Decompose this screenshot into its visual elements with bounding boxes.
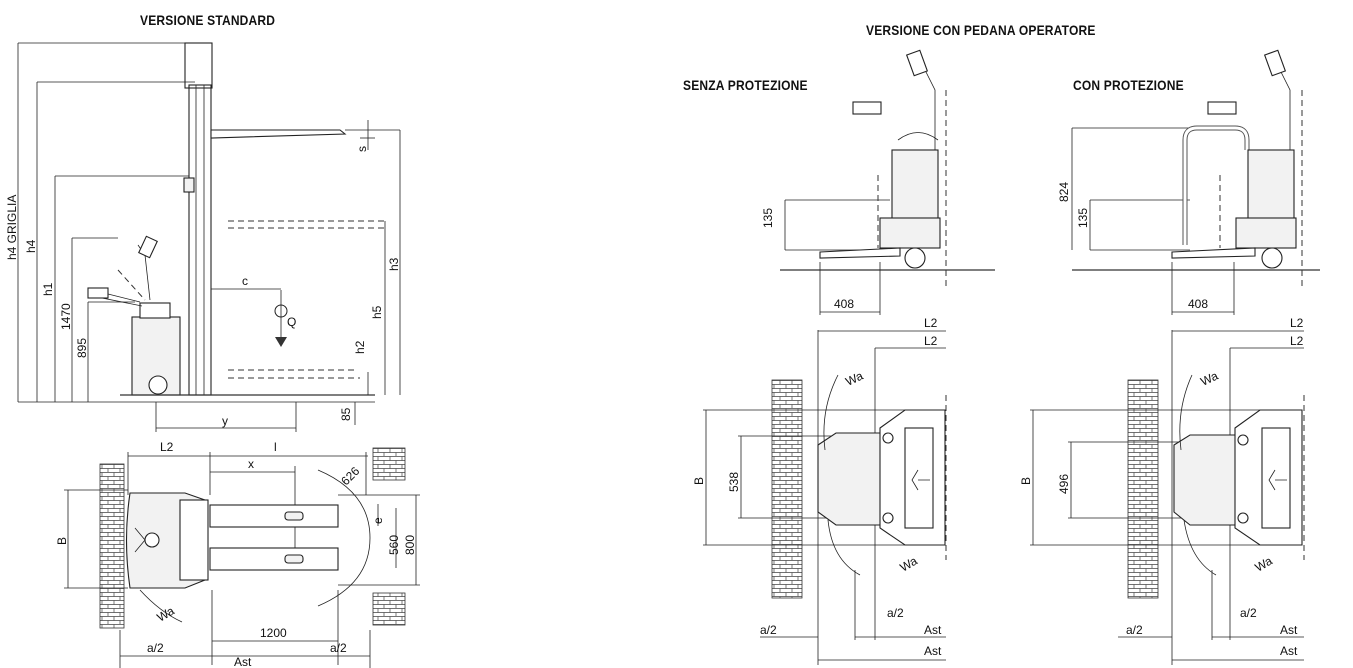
label-ng-408: 408 [834,297,854,311]
heading-platform-version: VERSIONE CON PEDANA OPERATORE [866,22,1096,38]
label-ng-ast-inner: Ast [924,623,942,637]
label-q: Q [287,315,296,329]
label-top-l2: L2 [160,440,174,454]
heading-without-guard: SENZA PROTEZIONE [683,77,808,93]
label-top-b: B [55,537,69,545]
with-guard-top-view: L2 L2 Wa Wa B 496 a/2 a/2 Ast Ast [1019,316,1305,665]
label-wg-408: 408 [1188,297,1208,311]
standard-top-view: L2 l x 626 e 560 800 B Wa 1200 a/2 a/2 A… [55,440,420,668]
label-wg-wa-bottom: Wa [1253,554,1275,575]
label-wg-824: 824 [1057,182,1071,202]
with-guard-side-view: 824 135 408 [1057,49,1320,315]
label-top-560: 560 [387,535,401,555]
label-h2: h2 [353,340,367,354]
label-ng-a2-left: a/2 [760,623,777,637]
label-ng-l2-outer: L2 [924,316,938,330]
label-wg-ast-outer: Ast [1280,644,1298,658]
label-s: s [355,146,369,152]
standard-side-view: h4 GRIGLIA h4 h1 1470 895 s h3 h5 h2 85 … [5,42,401,432]
label-top-800: 800 [403,535,417,555]
label-wg-a2-right: a/2 [1240,606,1257,620]
label-wg-a2-left: a/2 [1126,623,1143,637]
label-ng-wa-top: Wa [843,368,865,388]
label-h4: h4 [24,239,38,253]
label-top-x: x [248,457,254,471]
label-h1: h1 [41,282,55,296]
heading-with-guard: CON PROTEZIONE [1073,77,1184,93]
without-guard-side-view: 135 408 [761,49,995,315]
label-ng-ast-outer: Ast [924,644,942,658]
label-top-a2-right: a/2 [330,641,347,655]
heading-standard-version: VERSIONE STANDARD [140,12,276,28]
without-guard-top-view: L2 L2 Wa Wa B 538 a/2 a/2 Ast Ast [692,316,947,665]
label-wg-l2-outer: L2 [1290,316,1304,330]
label-wg-135: 135 [1076,208,1090,228]
label-895: 895 [75,338,89,358]
label-top-e: e [371,517,385,524]
label-wg-496: 496 [1057,474,1071,494]
label-wg-b: B [1019,477,1033,485]
label-top-626: 626 [338,464,362,488]
label-c: c [242,274,248,288]
label-wg-l2-inner: L2 [1290,334,1304,348]
label-y: y [222,414,228,428]
label-1470: 1470 [59,303,73,330]
label-h4-grid: h4 GRIGLIA [5,195,19,260]
label-top-ast: Ast [234,655,252,668]
label-top-1200: 1200 [260,626,287,640]
label-wg-ast-inner: Ast [1280,623,1298,637]
label-ng-538: 538 [727,472,741,492]
label-h3: h3 [387,257,401,271]
label-wg-wa-top: Wa [1198,368,1220,388]
label-ng-l2-inner: L2 [924,334,938,348]
label-ng-wa-bottom: Wa [898,554,920,575]
label-h5: h5 [370,305,384,319]
label-top-a2-left: a/2 [147,641,164,655]
label-ng-135: 135 [761,208,775,228]
label-ng-a2-right: a/2 [887,606,904,620]
label-85: 85 [339,407,353,421]
label-ng-b: B [692,477,706,485]
label-top-l: l [274,440,277,454]
